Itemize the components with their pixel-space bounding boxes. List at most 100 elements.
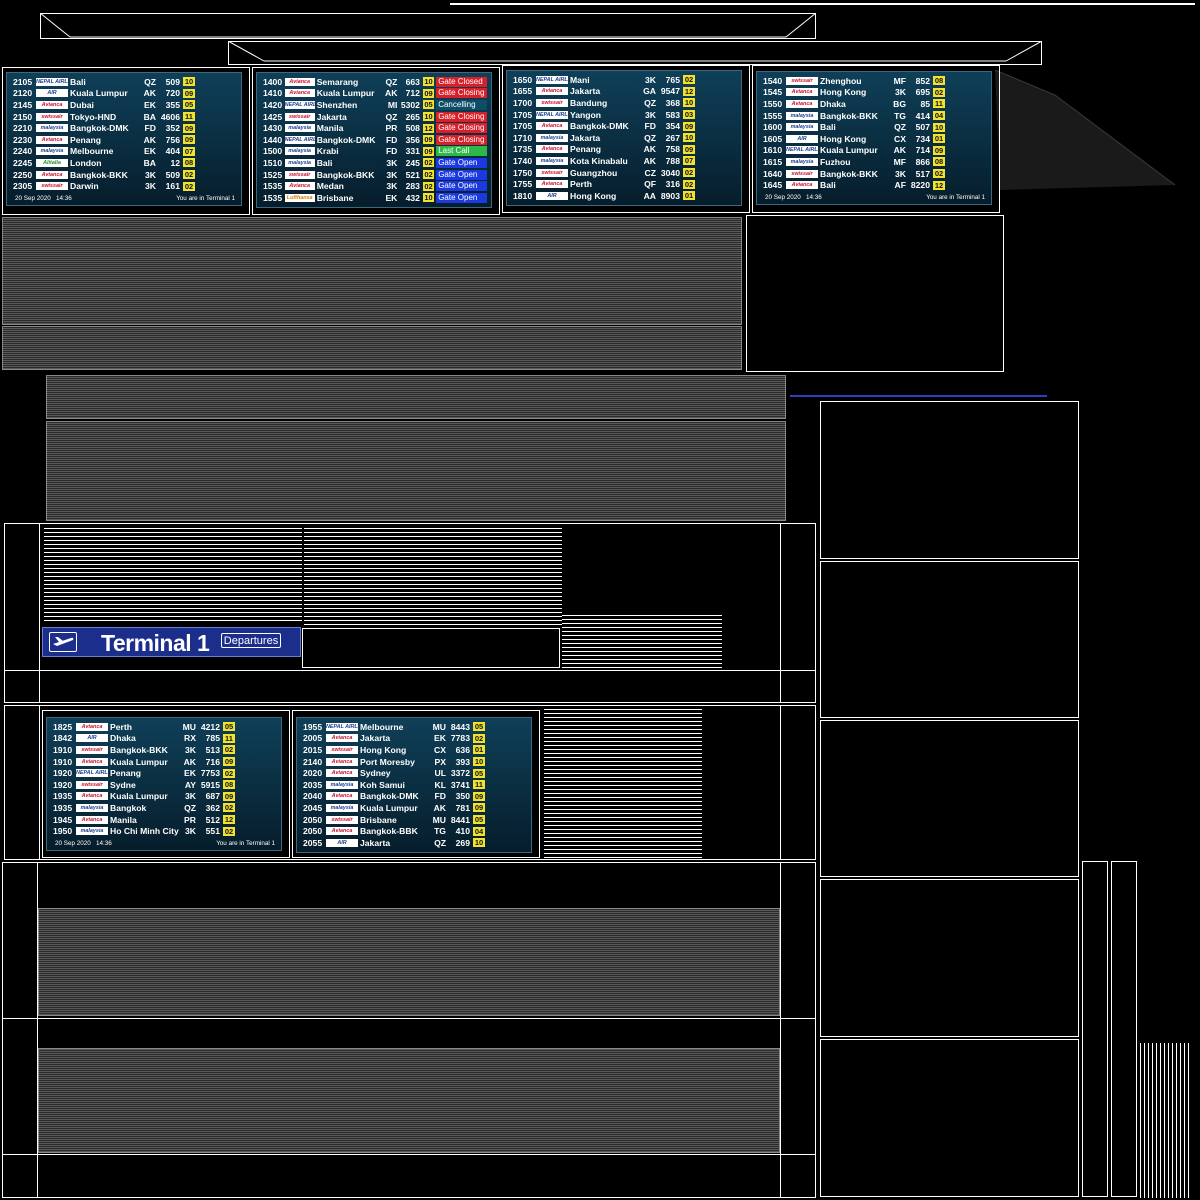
airline-logo: Avianca	[284, 77, 315, 86]
bottom-right-pillar	[780, 862, 816, 1198]
airline-logo: malaysia	[76, 827, 108, 836]
airline-code: 3K	[895, 168, 906, 179]
flight-time: 1440	[263, 134, 283, 145]
airline-logo: swissair	[284, 112, 315, 121]
board-frame-4	[752, 65, 1000, 213]
lower-right-pillar	[780, 705, 816, 860]
flight-destination: Bangkok-BKK	[70, 169, 128, 180]
flight-destination: Manila	[110, 814, 137, 825]
gate-number: 05	[473, 815, 485, 825]
airline-logo: malaysia	[786, 123, 818, 132]
flight-number: 267	[665, 132, 680, 143]
flight-time: 1825	[53, 721, 73, 732]
flight-destination: Bali	[316, 157, 333, 168]
airline-logo: swissair	[786, 169, 818, 178]
gate-number: 09	[183, 135, 195, 145]
flight-number: 355	[165, 99, 180, 110]
flight-number: 393	[455, 756, 470, 767]
plane-icon	[49, 632, 77, 652]
flight-destination: Bangkok-DMK	[70, 123, 129, 134]
flight-number: 712	[405, 88, 420, 99]
gate-number: 10	[422, 112, 435, 122]
flight-time: 2210	[13, 123, 33, 134]
flight-number: 734	[915, 133, 930, 144]
thin-pillar-2	[1111, 861, 1137, 1197]
airline-logo: swissair	[786, 76, 818, 85]
airline-logo: NEPAL AIRLINES	[786, 146, 818, 155]
flight-destination: Yangon	[570, 109, 602, 120]
flight-number: 4606	[160, 111, 180, 122]
airline-code: 3K	[386, 181, 398, 192]
airline-code: QZ	[434, 837, 446, 848]
airline-logo: swissair	[536, 168, 568, 177]
flight-destination: Jakarta	[570, 132, 601, 143]
airline-code: 3K	[645, 109, 656, 120]
flight-status: Gate Closing	[436, 88, 488, 99]
flight-time: 1955	[303, 721, 323, 732]
flight-number: 788	[665, 155, 680, 166]
airline-code: 3K	[386, 157, 398, 168]
flight-destination: Bangkok-BKK	[110, 744, 168, 755]
gate-number: 05	[473, 768, 485, 778]
flight-time: 1425	[263, 111, 283, 122]
board-5-footer: 20 Sep 2020 14:36 You are in Terminal 1	[55, 840, 275, 847]
footer-terminal-note: You are in Terminal 1	[926, 194, 985, 201]
footer-date: 20 Sep 2020	[15, 195, 51, 202]
flight-destination: Penang	[70, 134, 102, 145]
airline-logo: malaysia	[284, 158, 315, 167]
flight-time: 1525	[263, 169, 283, 180]
gate-number: 04	[933, 111, 945, 121]
airline-code: EK	[434, 733, 446, 744]
airline-code: MI	[387, 99, 398, 110]
footer-date: 20 Sep 2020	[55, 840, 91, 847]
gate-number: 09	[473, 803, 485, 813]
airline-code: PR	[385, 123, 398, 134]
flight-time: 1910	[53, 744, 73, 755]
airline-code: EK	[144, 146, 156, 157]
flight-number: 695	[915, 87, 930, 98]
flight-time: 1555	[763, 110, 783, 121]
gate-number: 12	[223, 815, 235, 825]
airline-logo: Avianca	[536, 122, 568, 131]
texture-block-d	[46, 421, 786, 521]
flight-time: 1545	[763, 87, 783, 98]
airline-code: 3K	[895, 87, 906, 98]
gate-number: 11	[223, 733, 235, 743]
flight-time: 1750	[513, 167, 533, 178]
flight-time: 1700	[513, 97, 533, 108]
mid-strip	[228, 41, 1042, 65]
flight-number: 8441	[450, 814, 470, 825]
flight-time: 1935	[53, 791, 73, 802]
flight-time: 1600	[763, 122, 783, 133]
flight-number: 9547	[660, 86, 680, 97]
gate-number: 08	[223, 780, 235, 790]
flight-number: 5915	[200, 779, 220, 790]
airline-code: EK	[144, 99, 156, 110]
gate-number: 09	[223, 791, 235, 801]
flight-destination: Dubai	[70, 99, 94, 110]
airline-code: 3K	[145, 181, 156, 192]
flight-time: 1705	[513, 121, 533, 132]
thin-pillar-1	[1082, 861, 1108, 1197]
flight-number: 414	[915, 110, 930, 121]
airline-code: FD	[385, 146, 398, 157]
gate-number: 07	[183, 146, 195, 156]
flight-number: 316	[665, 179, 680, 190]
airline-logo: swissair	[284, 170, 315, 179]
flight-destination: Shenzhen	[316, 99, 358, 110]
airline-code: AK	[643, 155, 656, 166]
